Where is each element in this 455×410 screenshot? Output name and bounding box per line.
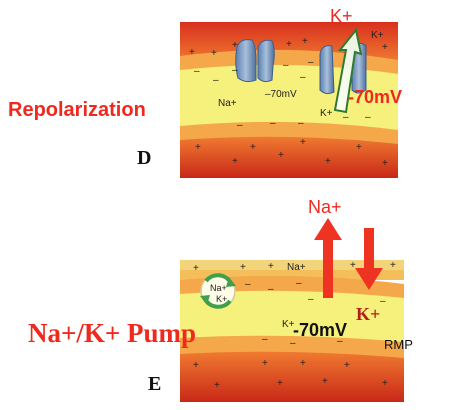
panel-e: Na+ K+ + + + + + – – – – – – – – + (28, 197, 413, 402)
potassium-in-arrow (355, 228, 383, 290)
svg-text:+: + (240, 262, 246, 273)
svg-text:+: + (232, 156, 238, 167)
pump-na-label: Na+ (210, 283, 227, 293)
inner-k-label-e: K+ (282, 319, 295, 330)
svg-text:–: – (283, 60, 289, 71)
lower-extracellular-d (180, 136, 398, 178)
svg-text:+: + (193, 360, 199, 371)
channel-k-label-d: K+ (371, 30, 384, 41)
svg-text:–: – (343, 112, 349, 123)
svg-text:+: + (382, 158, 388, 169)
extracellular-red-e (180, 260, 404, 270)
svg-text:+: + (277, 378, 283, 389)
svg-text:–: – (365, 112, 371, 123)
svg-text:–: – (268, 284, 274, 295)
pump-k-label: K+ (216, 294, 227, 304)
cytoplasm-e (180, 290, 404, 344)
charge-signs-d: + + + + + + – – – – – – – – – – – + + + … (189, 36, 388, 169)
svg-text:–: – (380, 296, 386, 307)
svg-text:–: – (290, 338, 296, 349)
svg-text:+: + (382, 42, 388, 53)
svg-text:+: + (302, 36, 308, 47)
svg-text:–: – (262, 334, 268, 345)
panel-d: + + + + + + – – – – – – – – – – – + + + … (8, 6, 402, 178)
svg-text:–: – (237, 120, 243, 131)
potassium-channel-icon (319, 42, 367, 95)
inner-k-label-d: K+ (320, 108, 333, 119)
svg-text:+: + (322, 376, 328, 387)
sodium-channel-icon (235, 39, 275, 83)
svg-text:+: + (382, 378, 388, 389)
svg-text:+: + (262, 358, 268, 369)
svg-text:+: + (268, 261, 274, 272)
svg-text:+: + (214, 380, 220, 391)
lower-extracellular-e (180, 351, 404, 402)
big-voltage-d: -70mV (348, 87, 402, 107)
rmp-label: RMP (384, 337, 413, 352)
svg-text:–: – (337, 336, 343, 347)
svg-text:–: – (270, 118, 276, 129)
svg-text:+: + (250, 142, 256, 153)
svg-text:+: + (300, 137, 306, 148)
outer-na-label-e: Na+ (287, 262, 306, 273)
svg-text:+: + (189, 47, 195, 58)
letter-d: D (137, 147, 151, 169)
svg-text:–: – (213, 75, 219, 86)
svg-text:+: + (193, 263, 199, 274)
svg-text:–: – (245, 279, 251, 290)
svg-text:+: + (211, 48, 217, 59)
svg-text:–: – (308, 294, 314, 305)
svg-text:+: + (195, 142, 201, 153)
charge-signs-e: + + + + + – – – – – – – – + + + + + + + … (193, 260, 396, 391)
inner-voltage-d: –70mV (265, 89, 297, 100)
sodium-label-e: Na+ (308, 197, 342, 217)
svg-text:–: – (232, 65, 238, 76)
svg-text:+: + (286, 39, 292, 50)
svg-text:–: – (308, 57, 314, 68)
svg-text:–: – (298, 118, 304, 129)
svg-text:–: – (296, 278, 302, 289)
big-voltage-e: -70mV (293, 320, 347, 340)
svg-text:+: + (344, 360, 350, 371)
svg-text:–: – (300, 72, 306, 83)
svg-text:+: + (325, 156, 331, 167)
caption-d: Repolarization (8, 99, 146, 121)
potassium-label-d: K+ (330, 6, 353, 26)
svg-text:+: + (300, 358, 306, 369)
svg-text:+: + (278, 150, 284, 161)
svg-text:+: + (390, 260, 396, 271)
svg-text:+: + (350, 260, 356, 271)
letter-e: E (148, 373, 161, 395)
svg-text:+: + (356, 142, 362, 153)
svg-text:+: + (232, 40, 238, 51)
potassium-label-e: K+ (356, 304, 380, 324)
sodium-out-arrow (314, 218, 342, 298)
svg-text:–: – (194, 66, 200, 77)
inner-na-label-d: Na+ (218, 98, 237, 109)
sodium-potassium-pump-icon: Na+ K+ (200, 273, 236, 309)
caption-e: Na+/K+ Pump (28, 318, 196, 348)
potassium-efflux-arrow (333, 27, 363, 114)
